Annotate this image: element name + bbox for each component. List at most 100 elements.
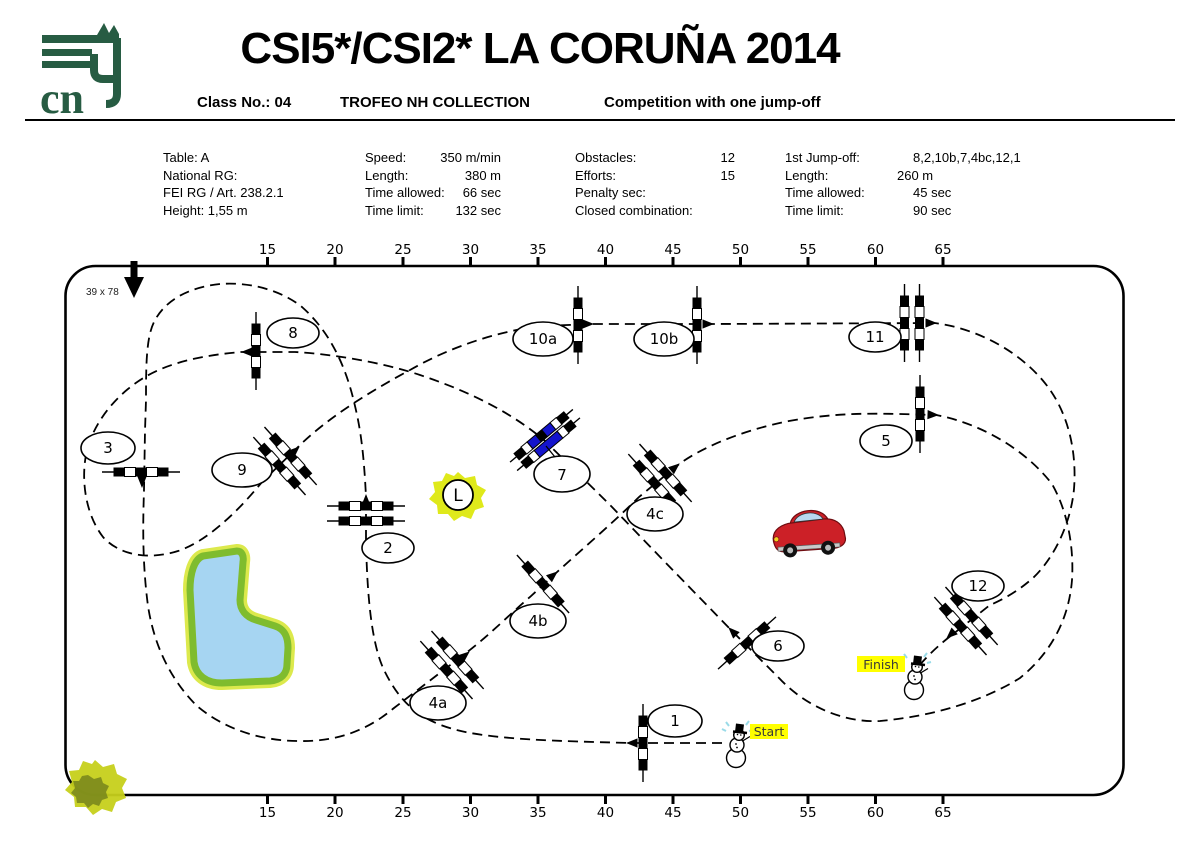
obstacle-label-4a: 4a [409, 685, 467, 721]
jumpoff-label: 1st Jump-off: [785, 150, 860, 165]
svg-text:7: 7 [557, 466, 567, 484]
svg-text:45: 45 [664, 805, 681, 821]
svg-text:8: 8 [288, 324, 298, 342]
jump-1 [637, 703, 649, 783]
entry-arrow [124, 261, 144, 298]
svg-text:5: 5 [881, 432, 891, 450]
svg-text:2: 2 [383, 539, 393, 557]
speed-value: 350 m/min [440, 150, 501, 165]
svg-text:30: 30 [462, 242, 479, 258]
length-label: Length: [365, 167, 409, 183]
obstacle-label-8: 8 [266, 317, 320, 349]
obstacle-label-11: 11 [848, 321, 902, 353]
length-value: 380 m [464, 167, 501, 183]
info-height: Height: 1,55 m [163, 202, 248, 218]
svg-text:4a: 4a [429, 694, 448, 712]
finish-label: Finish [863, 657, 899, 672]
jump-3 [101, 466, 181, 478]
svg-text:40: 40 [597, 805, 614, 821]
svg-text:60: 60 [867, 242, 884, 258]
jo-length-label: Length: [785, 167, 829, 183]
jo-length-value: 260 m [897, 167, 934, 183]
efforts-label: Efforts: [575, 167, 616, 183]
header-divider [25, 119, 1175, 122]
car [772, 510, 847, 558]
svg-text:10a: 10a [529, 330, 557, 348]
svg-text:50: 50 [732, 805, 749, 821]
jo-time-allowed-label: Time allowed: [785, 185, 865, 200]
jump-10a [572, 285, 584, 365]
jump-8 [250, 311, 262, 391]
svg-text:65: 65 [934, 805, 951, 821]
svg-text:9: 9 [237, 461, 247, 479]
jo-time-limit-value: 90 sec [913, 202, 952, 218]
closed-combination-label: Closed combination: [575, 202, 693, 218]
svg-text:11: 11 [865, 328, 884, 346]
obstacle-label-2: 2 [361, 532, 415, 564]
obstacle-labels: 1 2 3 4a 4b 4c 5 6 7 8 9 10a 10b 11 12 [80, 317, 1005, 738]
obstacle-label-3: 3 [80, 431, 136, 465]
obstacle-label-7: 7 [533, 455, 591, 493]
obstacle-label-10b: 10b [633, 321, 695, 357]
course-path [83, 282, 1076, 744]
svg-text:35: 35 [529, 805, 546, 821]
competition-type: Competition with one jump-off [604, 94, 821, 111]
svg-text:45: 45 [664, 242, 681, 258]
start-label: Start [754, 724, 785, 739]
time-allowed-value: 66 sec [462, 185, 501, 200]
arena-dimensions: 39 x 78 [86, 287, 119, 298]
svg-text:50: 50 [732, 242, 749, 258]
info-table: Table: A [163, 150, 210, 165]
svg-text:15: 15 [259, 242, 276, 258]
efforts-value: 15 [720, 167, 735, 183]
finish-marker: Finish [857, 651, 933, 701]
svg-text:35: 35 [529, 242, 546, 258]
decoration-splat [65, 760, 127, 815]
start-marker: Start [720, 719, 788, 769]
jump-5 [914, 374, 926, 454]
svg-text:3: 3 [103, 439, 113, 457]
svg-text:25: 25 [394, 242, 411, 258]
water-letter: L [453, 486, 463, 506]
obstacle-label-5: 5 [859, 424, 913, 458]
svg-text:60: 60 [867, 805, 884, 821]
obstacle-label-4c: 4c [626, 496, 684, 532]
jo-time-allowed-value: 45 sec [913, 185, 952, 200]
jo-time-limit-label: Time limit: [785, 202, 844, 218]
info-fei-rg: FEI RG / Art. 238.2.1 [163, 185, 284, 200]
info-national-rg: National RG: [163, 167, 238, 183]
svg-text:40: 40 [597, 242, 614, 258]
obstacle-label-6: 6 [751, 630, 805, 662]
obstacle-label-12: 12 [951, 570, 1005, 602]
obstacle-label-9: 9 [211, 452, 273, 488]
svg-text:4c: 4c [646, 505, 664, 523]
time-allowed-label: Time allowed: [365, 185, 445, 200]
speed-label: Speed: [365, 150, 407, 165]
obstacles-label: Obstacles: [575, 150, 637, 165]
svg-text:30: 30 [462, 805, 479, 821]
info-counts-block: Obstacles:12 Efforts:15 Penalty sec: Clo… [575, 149, 735, 219]
svg-text:4b: 4b [528, 612, 547, 630]
obstacle-label-4b: 4b [509, 603, 567, 639]
svg-text:1: 1 [670, 712, 680, 730]
penalty-label: Penalty sec: [575, 185, 646, 200]
jumpoff-value: 8,2,10b,7,4bc,12,1 [913, 150, 1021, 165]
water-marker: L [429, 472, 486, 521]
svg-text:15: 15 [259, 805, 276, 821]
info-jumpoff-block: 1st Jump-off: 8,2,10b,7,4bc,12,1 Length: 2… [785, 149, 1021, 219]
svg-text:55: 55 [799, 242, 816, 258]
obstacle-label-1: 1 [647, 704, 703, 738]
svg-text:25: 25 [394, 805, 411, 821]
arena-border [64, 264, 1125, 797]
ruler-ticks [266, 257, 945, 804]
svg-text:6: 6 [773, 637, 783, 655]
svg-text:65: 65 [934, 242, 951, 258]
obstacle-label-10a: 10a [512, 321, 574, 357]
time-limit-label: Time limit: [365, 202, 424, 218]
svg-text:55: 55 [799, 805, 816, 821]
pond [182, 543, 296, 691]
class-number: Class No.: 04 [197, 94, 292, 111]
info-general: Table: A National RG: FEI RG / Art. 238.… [163, 149, 284, 219]
